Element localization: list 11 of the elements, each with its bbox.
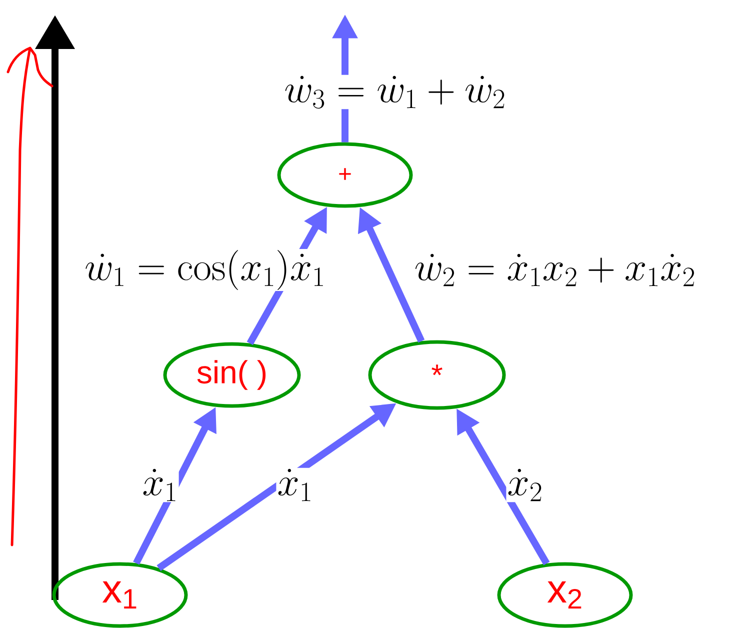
ellipse-node: * — [368, 340, 506, 410]
edge-label: $\dot{x}_1$ — [276, 468, 314, 502]
edge-label: $\dot{x}_1$ — [141, 468, 179, 502]
ellipse-node: x$_{2}$ — [497, 562, 633, 628]
ellipse-node: x$_{1}$ — [52, 562, 188, 628]
edge-label: $\dot{w}_1 = \cos(x_1)\dot{x}_1$ — [84, 249, 326, 291]
edge-label: $\dot{w}_2 = \dot{x}_1 x_2 + x_1 \dot{x}_2$ — [413, 252, 697, 288]
edge-label: $\dot{w}_3 = \dot{w}_1 + \dot{w}_2$ — [283, 74, 507, 110]
ellipse-node: sin( ) — [163, 342, 301, 408]
edge-label: $\dot{x}_2$ — [506, 468, 544, 502]
ellipse-node: + — [277, 142, 413, 208]
